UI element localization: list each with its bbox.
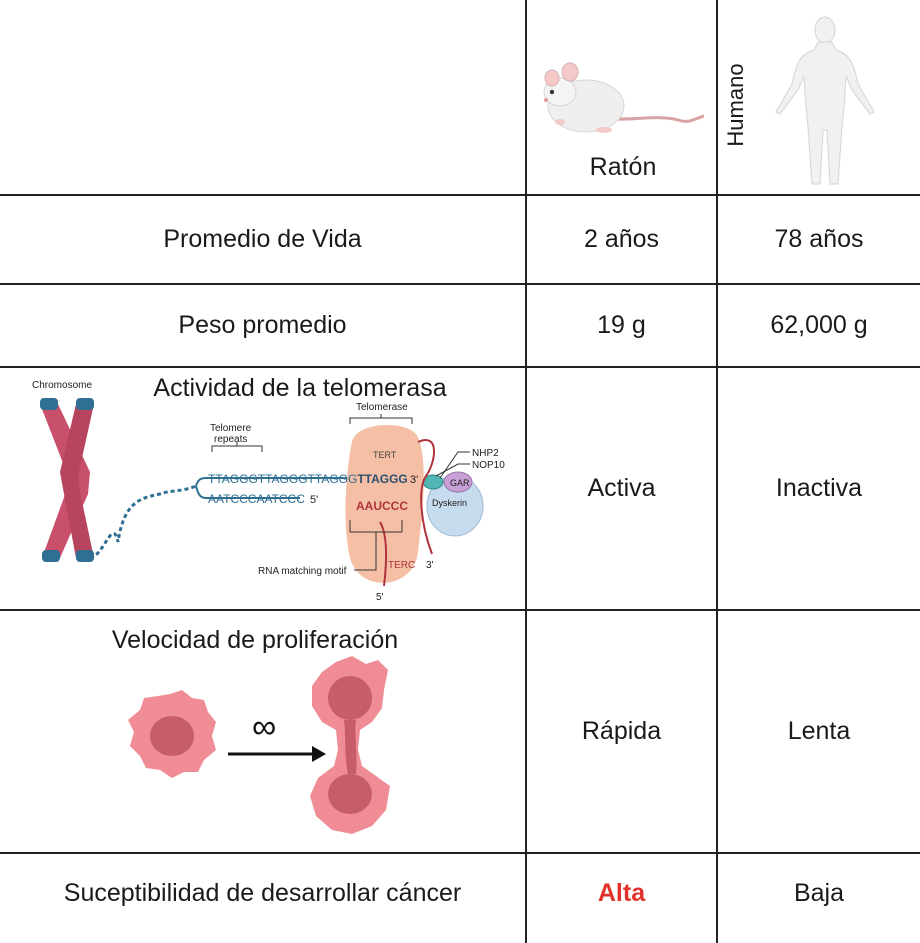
chromosome-label: Chromosome xyxy=(32,380,92,391)
telomerase-bracket-label: Telomerase xyxy=(356,402,408,413)
telomere-repeats-label-2: repeats xyxy=(214,434,247,445)
gar-label: GAR xyxy=(450,478,470,488)
row-label-proliferation: Velocidad de proliferación xyxy=(111,625,399,654)
tert-label: TERT xyxy=(373,450,397,460)
mouse-illustration xyxy=(543,62,705,133)
column-divider-2 xyxy=(716,0,718,943)
mouse-lifespan: 2 años xyxy=(583,225,660,253)
mouse-weight: 19 g xyxy=(597,311,646,339)
mouse-cancer: Alta xyxy=(597,878,646,907)
human-label: Humano xyxy=(723,63,748,147)
nhp2-label: NHP2 xyxy=(472,448,499,459)
cell-division-diagram: ∞ xyxy=(128,656,390,834)
row-divider-3 xyxy=(0,366,920,368)
human-weight: 62,000 g xyxy=(770,311,868,339)
mouse-label: Ratón xyxy=(589,152,657,181)
row-divider-4 xyxy=(0,609,920,611)
mouse-telomerase: Activa xyxy=(587,474,656,502)
human-cancer: Baja xyxy=(793,878,845,907)
terc-label: TERC xyxy=(388,560,415,571)
row-divider-1 xyxy=(0,194,920,196)
telomere-repeats-label-1: Telomere xyxy=(210,423,252,434)
rna-template-sequence: AAUCCC xyxy=(356,499,408,513)
top-strand-part-a: TTAGGGTTAGGGTTAGGG xyxy=(208,472,357,486)
top-strand-3prime: 3' xyxy=(410,474,418,486)
row-divider-2 xyxy=(0,283,920,285)
human-lifespan: 78 años xyxy=(774,225,864,253)
human-telomerase: Inactiva xyxy=(775,474,863,502)
row-label-cancer: Suceptibilidad de desarrollar cáncer xyxy=(63,878,462,907)
top-strand-part-b: TTAGGG xyxy=(357,472,407,486)
row-divider-5 xyxy=(0,852,920,854)
terc-3prime: 3' xyxy=(426,560,434,571)
terc-5prime: 5' xyxy=(376,592,384,603)
nop10-label: NOP10 xyxy=(472,460,505,471)
bottom-strand-5prime: 5' xyxy=(310,494,318,506)
column-divider-1 xyxy=(525,0,527,943)
human-proliferation: Lenta xyxy=(787,717,851,745)
mouse-proliferation: Rápida xyxy=(581,717,662,745)
row-label-weight: Peso promedio xyxy=(178,311,347,339)
bottom-strand-sequence: AATCCCAATCCC xyxy=(208,492,305,506)
dyskerin-label: Dyskerin xyxy=(432,498,467,508)
row-label-lifespan: Promedio de Vida xyxy=(163,225,362,253)
infinity-symbol: ∞ xyxy=(252,708,276,746)
human-silhouette xyxy=(775,16,875,185)
top-strand-sequence: TTAGGGTTAGGGTTAGGGTTAGGG xyxy=(208,472,408,486)
telomerase-diagram: Chromosome Telomere repeats Telomerase T… xyxy=(32,380,505,603)
rna-matching-motif-label: RNA matching motif xyxy=(258,566,347,577)
row-label-telomerase: Actividad de la telomerasa xyxy=(153,373,447,402)
